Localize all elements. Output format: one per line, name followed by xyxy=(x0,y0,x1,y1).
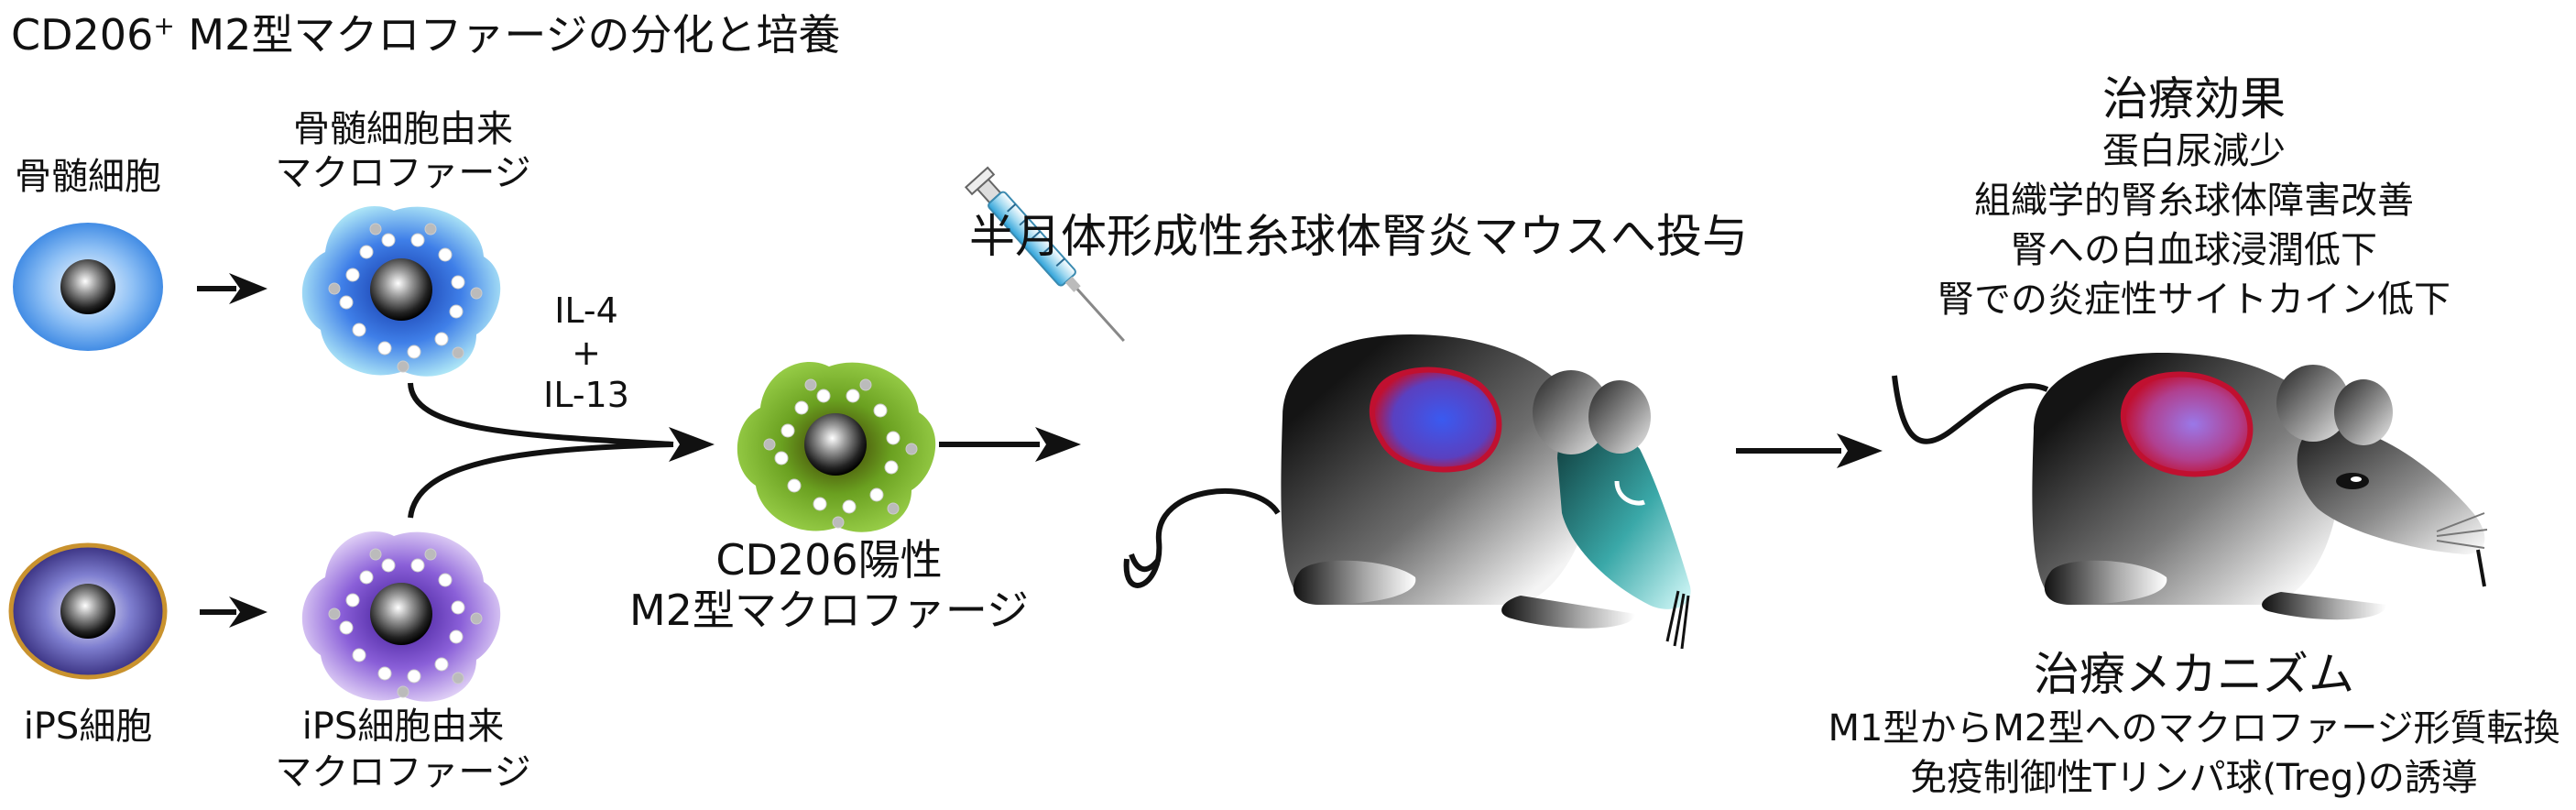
bm-macrophage-label-1: 骨髄細胞由来 xyxy=(293,108,513,150)
il13-label: IL-13 xyxy=(543,375,629,415)
ips-macrophage-label-1: iPS細胞由来 xyxy=(301,706,505,748)
arrow-icon xyxy=(939,427,1081,462)
title-rest: M2型マクロファージの分化と培養 xyxy=(174,10,841,60)
syringe-icon xyxy=(964,166,1125,343)
mechanism-item: M1型からM2型へのマクロファージ形質転換 xyxy=(1828,707,2560,750)
arrow-icon xyxy=(197,273,267,304)
ips-macrophage-label-2: マクロファージ xyxy=(275,751,531,794)
cd206-label-1: CD206陽性 xyxy=(715,535,943,585)
effects-heading: 治療効果 xyxy=(2102,72,2286,126)
kidney-icon xyxy=(2120,371,2254,477)
effects-item: 蛋白尿減少 xyxy=(2102,130,2286,172)
mechanism-heading: 治療メカニズム xyxy=(2034,648,2354,701)
mechanism-item: 免疫制御性Tリンパ球(Treg)の誘導 xyxy=(1910,757,2478,799)
effects-item: 腎での炎症性サイトカイン低下 xyxy=(1937,279,2450,321)
vesicle-group xyxy=(763,378,918,529)
mouse-head xyxy=(2297,425,2485,554)
plus-label: + xyxy=(572,333,601,373)
mouse-icon xyxy=(1892,353,2488,620)
bone-marrow-label: 骨髄細胞 xyxy=(15,156,161,198)
mouse-head xyxy=(1557,427,1691,609)
il4-label: IL-4 xyxy=(554,290,618,331)
effects-item: 組織学的腎糸球体障害改善 xyxy=(1974,180,2414,222)
administration-label: 半月体形成性糸球体腎炎マウスへ投与 xyxy=(969,210,1748,263)
arrow-icon xyxy=(200,597,267,628)
title-main: CD206 xyxy=(11,10,154,60)
ips-cell-icon xyxy=(8,542,168,680)
vesicle-group xyxy=(328,223,483,373)
cd206-label-2: M2型マクロファージ xyxy=(628,586,1030,635)
bm-macrophage-label-2: マクロファージ xyxy=(275,152,531,194)
arrow-icon xyxy=(1736,433,1883,468)
m2-macrophage-icon xyxy=(737,362,936,532)
effects-item: 腎への白血球浸潤低下 xyxy=(2011,229,2377,271)
page-title: CD206+ M2型マクロファージの分化と培養 xyxy=(11,11,840,60)
vesicle-group xyxy=(328,548,483,698)
bone-marrow-cell-icon xyxy=(13,223,163,351)
ips-label: iPS細胞 xyxy=(23,706,153,748)
merge-arrow-icon xyxy=(408,382,715,519)
title-superscript: + xyxy=(153,10,175,41)
ips-macrophage-icon xyxy=(301,531,501,702)
bm-macrophage-icon xyxy=(301,206,501,377)
mouse-icon xyxy=(1123,334,1691,650)
kidney-icon xyxy=(1369,367,1502,473)
